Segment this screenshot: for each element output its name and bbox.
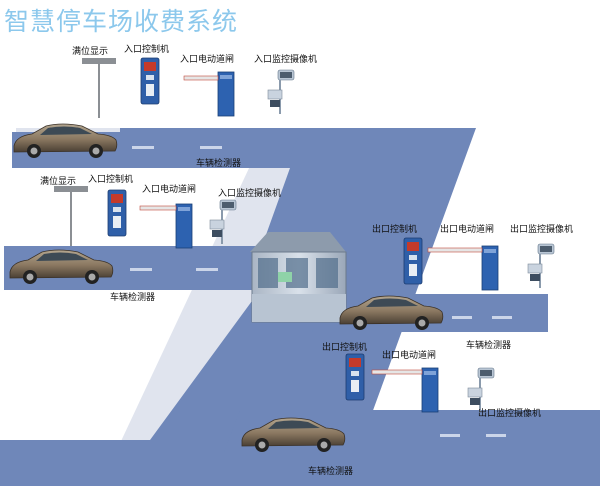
exit-2-camera-label: 出口监控摄像机 bbox=[478, 407, 541, 419]
entrance-1-camera-label: 入口监控摄像机 bbox=[254, 53, 317, 65]
entrance-2-controller-label: 入口控制机 bbox=[88, 173, 133, 185]
exit-1-controller-label: 出口控制机 bbox=[372, 223, 417, 235]
entrance-2-group bbox=[9, 186, 237, 285]
entrance-2-barrier-label: 入口电动道闸 bbox=[142, 183, 196, 195]
entrance-2-camera-label: 入口监控摄像机 bbox=[218, 187, 281, 199]
diagram-title: 智慧停车场收费系统 bbox=[4, 7, 239, 36]
entrance-1-full-display-label: 满位显示 bbox=[72, 45, 108, 57]
exit-2-group bbox=[241, 353, 495, 453]
toll-booth bbox=[250, 232, 347, 323]
exit-1-barrier-label: 出口电动道闸 bbox=[440, 223, 494, 235]
entrance-2-detector-label: 车辆检测器 bbox=[110, 291, 155, 303]
exit-1-camera-label: 出口监控摄像机 bbox=[510, 223, 573, 235]
exit-2-controller-label: 出口控制机 bbox=[322, 341, 367, 353]
exit-2-barrier-label: 出口电动道闸 bbox=[382, 349, 436, 361]
entrance-1-barrier-label: 入口电动道闸 bbox=[180, 53, 234, 65]
entrance-1-controller-label: 入口控制机 bbox=[124, 43, 169, 55]
entrance-2-full-display-label: 满位显示 bbox=[40, 175, 76, 187]
exit-1-detector-label: 车辆检测器 bbox=[466, 339, 511, 351]
exit-2-detector-label: 车辆检测器 bbox=[308, 465, 353, 477]
entrance-1-detector-label: 车辆检测器 bbox=[196, 157, 241, 169]
exit-1-group bbox=[339, 237, 555, 331]
entrance-1-group bbox=[13, 57, 295, 159]
